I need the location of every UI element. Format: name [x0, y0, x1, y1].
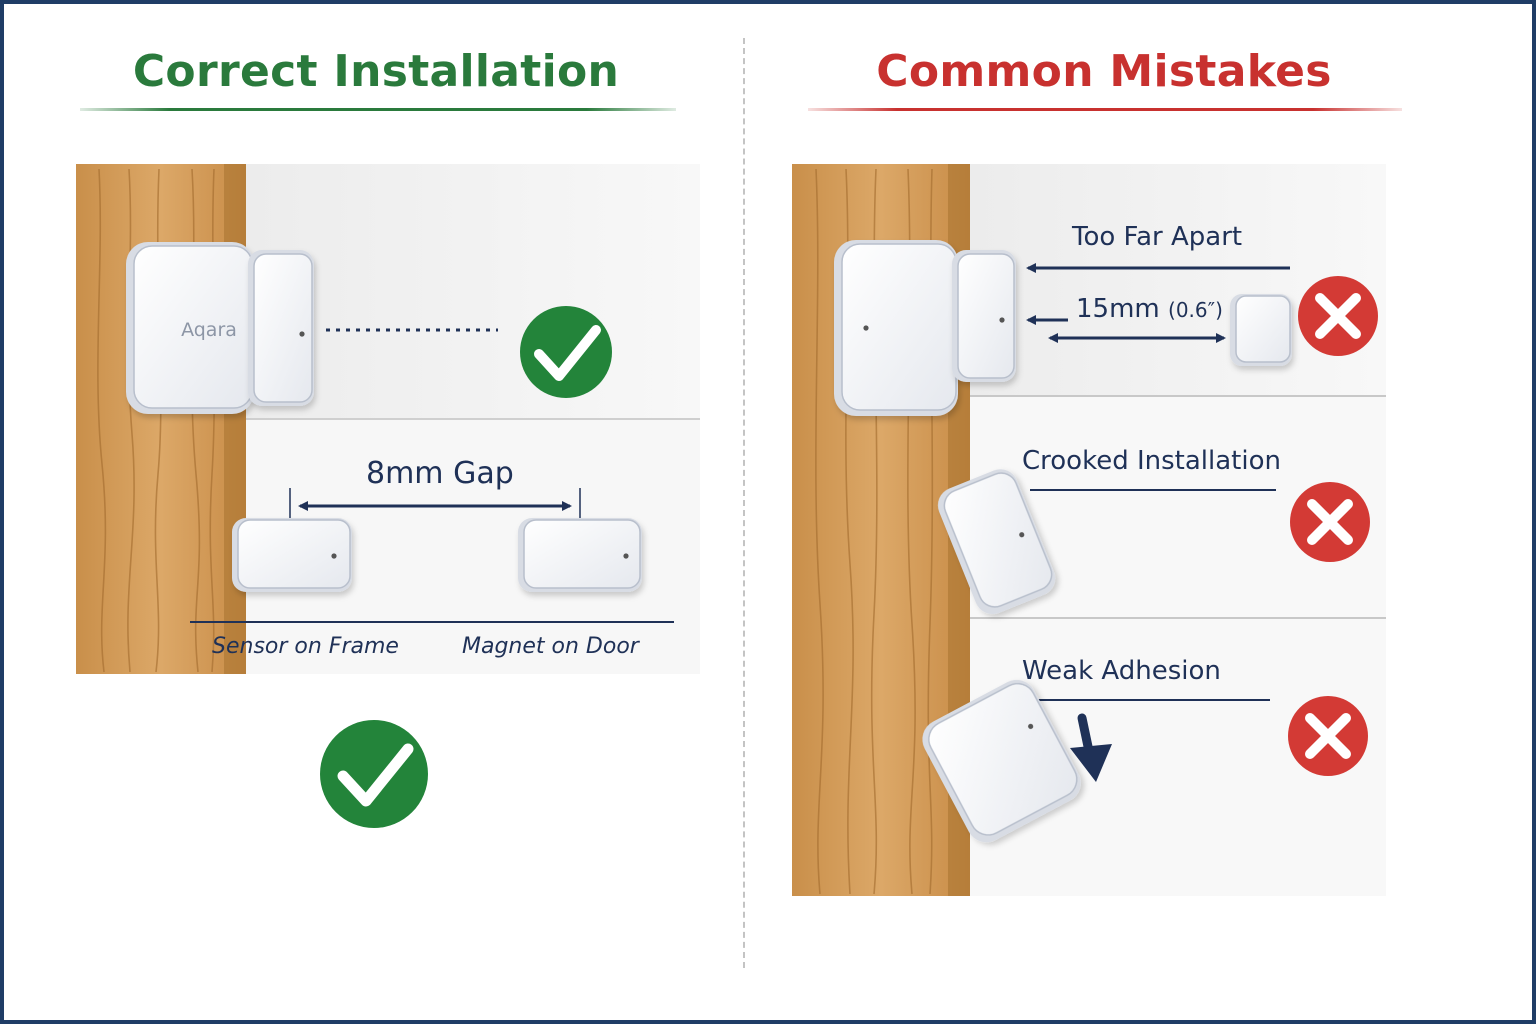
panel-divider [743, 38, 745, 968]
sensor-on-frame-label: Sensor on Frame [212, 634, 399, 659]
aqara-logo: Aqara [181, 319, 237, 341]
check-circle-icon [520, 306, 612, 398]
sensor-small-device [232, 518, 352, 592]
x-circle-icon [1290, 482, 1370, 562]
magnet-far-device [1230, 294, 1292, 366]
x-circle-icon [1288, 696, 1368, 776]
crooked-sensor-device [937, 469, 1056, 615]
sensor-frame-device-mistake [834, 240, 958, 416]
too-far-apart-label: Too Far Apart [1072, 222, 1243, 252]
distance-note: (0.6″) [1168, 298, 1223, 322]
falling-sensor-device [922, 679, 1081, 843]
mistakes-title-underline [808, 108, 1402, 111]
magnet-near-device [952, 250, 1016, 382]
magnet-device-top [248, 250, 314, 406]
correct-title-underline [80, 108, 676, 111]
correct-installation-title: Correct Installation [132, 46, 620, 97]
common-mistakes-title: Common Mistakes [876, 46, 1332, 97]
mistakes-scene [792, 164, 1386, 896]
wall-upper [244, 164, 700, 419]
illustration: Aqara [76, 164, 1386, 896]
correct-scene: Aqara [76, 164, 700, 828]
check-circle-icon [320, 720, 428, 828]
gap-label: 8mm Gap [366, 456, 514, 491]
sensor-on-frame-device [126, 242, 254, 414]
distance-value: 15mm [1076, 294, 1160, 324]
distance-label: 15mm (0.6″) [1076, 294, 1223, 324]
down-arrow-icon [1070, 713, 1112, 782]
x-circle-icon [1298, 276, 1378, 356]
crooked-installation-label: Crooked Installation [1022, 446, 1281, 476]
magnet-on-door-label: Magnet on Door [462, 634, 639, 659]
weak-adhesion-label: Weak Adhesion [1022, 656, 1221, 686]
magnet-small-device [518, 518, 642, 592]
